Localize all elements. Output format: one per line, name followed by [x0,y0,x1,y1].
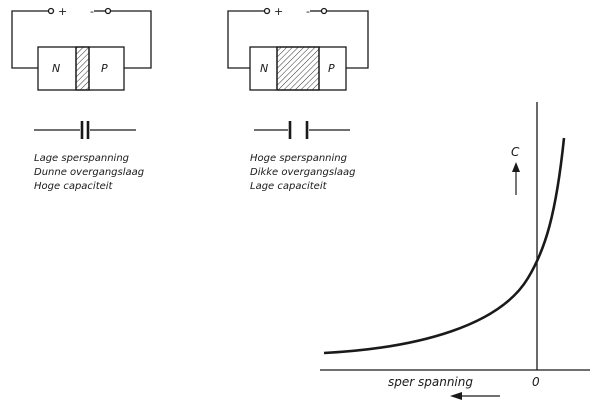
right-junction-diagram [227,7,369,91]
right-wire-right [327,10,369,69]
right-caption: Hoge sperspanning Dikke overgangslaag La… [250,153,355,192]
left-minus-label: - [90,5,94,18]
right-wire-left [227,10,264,69]
left-depletion-layer [75,46,90,91]
right-caption-line: Lage capaciteit [250,181,328,192]
left-capacitor-symbol [34,121,136,139]
left-arrow-icon [450,392,462,400]
left-n-label: N [52,62,60,75]
origin-label: 0 [532,375,540,389]
right-depletion-layer [276,46,320,91]
left-caption-line: Hoge capaciteit [34,181,114,192]
left-terminal-minus [104,7,112,15]
right-terminal-plus [263,7,271,15]
right-minus-label: - [306,5,310,18]
right-n-label: N [260,62,268,75]
right-caption-line: Dikke overgangslaag [250,167,355,178]
right-capacitor-symbol [254,121,350,139]
x-axis-label: sper spanning [388,375,473,389]
left-caption: Lage sperspanning Dunne overgangslaag Ho… [34,153,144,192]
right-plus-label: + [274,5,283,18]
left-caption-line: Lage sperspanning [34,153,129,164]
left-caption-line: Dunne overgangslaag [34,167,144,178]
right-terminal-minus [320,7,328,15]
left-plus-label: + [58,5,67,18]
right-p-label: P [328,62,335,75]
capacitance-curve [323,137,566,355]
capacitance-graph [320,102,590,400]
left-terminal-plus [47,7,55,15]
left-p-label: P [101,62,108,75]
y-axis-label: C [511,145,520,159]
left-wire-right [111,10,152,69]
left-junction-diagram [11,7,152,91]
up-arrow-icon [512,162,520,172]
right-caption-line: Hoge sperspanning [250,153,347,164]
left-wire-left [11,10,48,69]
